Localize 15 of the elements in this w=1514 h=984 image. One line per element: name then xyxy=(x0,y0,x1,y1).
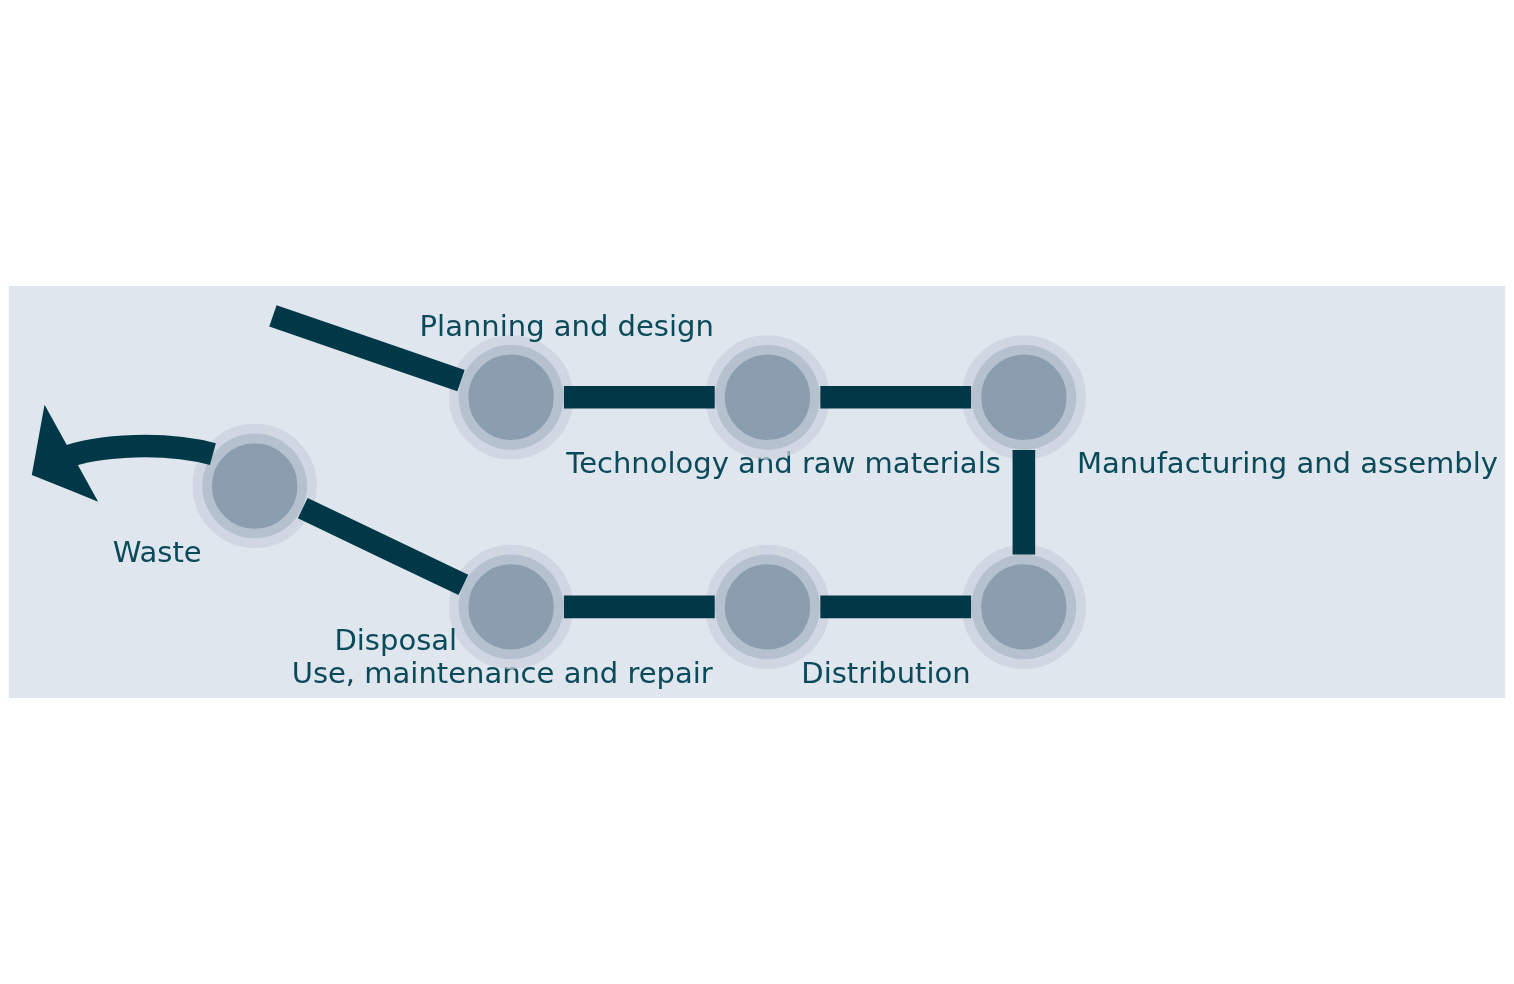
connector xyxy=(269,305,465,392)
connector xyxy=(297,497,469,596)
connector xyxy=(563,385,715,409)
node-label: Planning and design xyxy=(419,308,714,343)
node-label: Technology and raw materials xyxy=(566,445,1001,480)
node-label: Use, maintenance and repair xyxy=(291,655,713,690)
arrow xyxy=(31,404,216,502)
node-label: Distribution xyxy=(801,655,971,690)
node-label: Disposal xyxy=(334,623,458,658)
connector xyxy=(563,595,715,619)
connector xyxy=(1012,450,1036,555)
node-label: Waste xyxy=(112,534,202,569)
connector xyxy=(820,595,972,619)
node-label: Manufacturing and assembly xyxy=(1077,445,1498,480)
connector xyxy=(820,385,972,409)
